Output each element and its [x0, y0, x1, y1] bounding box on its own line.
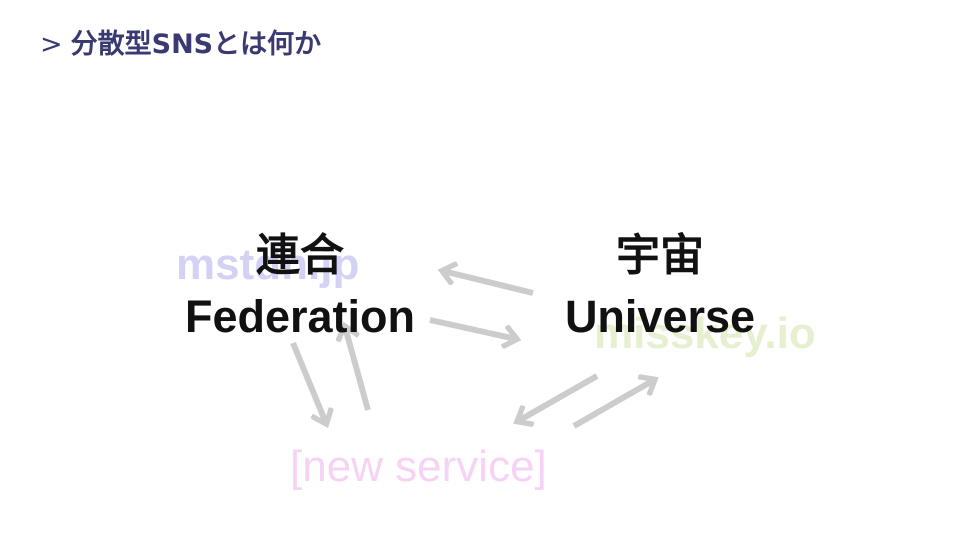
arrow-universe-to-new [518, 373, 599, 421]
node-universe-en: Universe [564, 291, 756, 342]
node-federation-jp: 連合 [256, 230, 344, 281]
chevron-right-icon: > [40, 29, 63, 60]
ghost-label-mstdn: mstdn.jp [176, 240, 360, 289]
arrow-new-to-federation [345, 327, 371, 411]
page-title: >分散型SNSとは何か [40, 22, 321, 61]
node-universe-jp: 宇宙 [616, 230, 704, 281]
node-federation: 連合 Federation [170, 230, 430, 342]
ghost-label-misskey: misskey.io [594, 309, 816, 358]
ghost-label-new-service: [new service] [290, 442, 547, 491]
page-title-text: 分散型SNSとは何か [70, 29, 322, 60]
node-universe: 宇宙 Universe [540, 230, 780, 342]
arrow-federation-to-universe [429, 317, 516, 339]
node-federation-en: Federation [184, 291, 416, 342]
arrow-federation-to-new [290, 341, 326, 423]
arrow-universe-to-federation [443, 271, 534, 296]
arrow-new-to-universe [572, 380, 654, 429]
